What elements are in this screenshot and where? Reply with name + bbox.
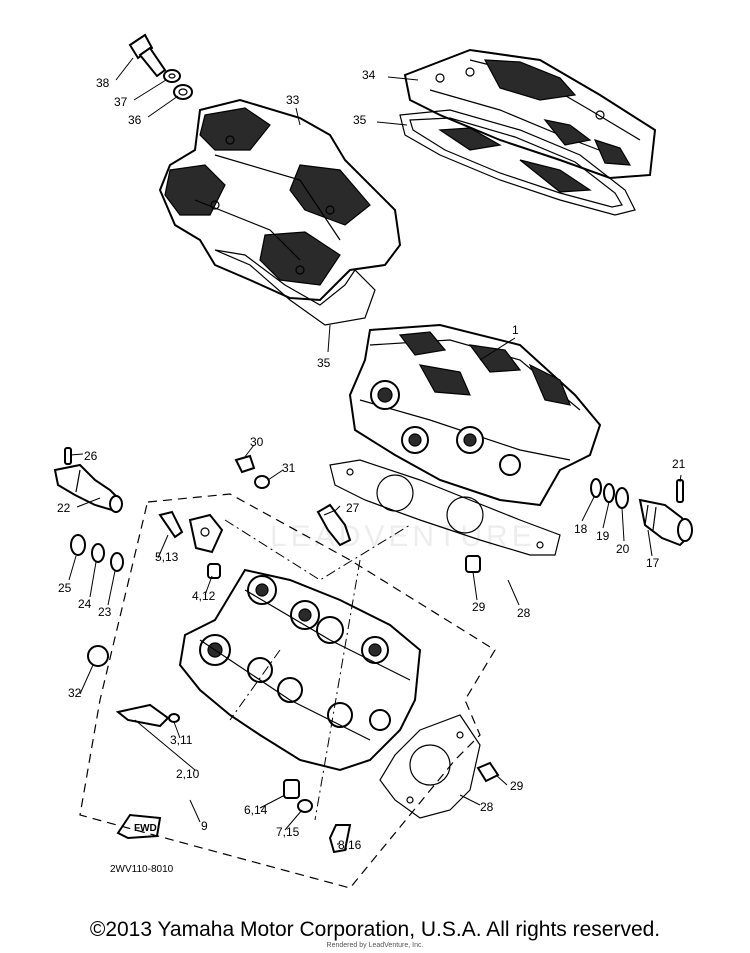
washer-35[interactable] — [163, 69, 181, 83]
callout-19: 19 — [596, 529, 610, 543]
callout-34: 38 — [96, 76, 110, 90]
callout-8-16: 8,16 — [338, 838, 362, 852]
gasket-38-lower[interactable] — [214, 249, 376, 326]
watermark: LEADVENTURE — [270, 520, 536, 553]
o-ring-23[interactable] — [110, 552, 124, 572]
callout-18: 18 — [574, 522, 588, 536]
plug-4-12[interactable] — [207, 563, 221, 579]
plug-30[interactable] — [234, 454, 256, 474]
callout-35: 37 — [114, 95, 128, 109]
spark-plug-27[interactable] — [316, 503, 352, 547]
fitting-17[interactable] — [638, 498, 693, 547]
callout-38-upper: 35 — [353, 113, 367, 127]
cylinder-head-cover-32[interactable] — [158, 98, 402, 302]
callout-37: 32 — [68, 686, 82, 700]
callout-38-lower: 35 — [317, 356, 331, 370]
callout-2-10: 2,10 — [176, 767, 200, 781]
forward-arrow-icon: FWD — [116, 813, 162, 840]
callout-5-13: 5,13 — [155, 550, 179, 564]
washer-7-15[interactable] — [297, 799, 313, 813]
bracket-5-13[interactable] — [188, 513, 224, 554]
callout-30: 30 — [250, 435, 264, 449]
callout-21: 21 — [672, 457, 686, 471]
callout-24: 24 — [78, 597, 92, 611]
rendered-by-note: Rendered by LeadVenture, Inc. — [326, 942, 424, 949]
o-ring-20[interactable] — [615, 487, 629, 509]
callout-27: 27 — [346, 501, 360, 515]
cylinder-head-cover-33[interactable] — [403, 48, 657, 180]
assembly-boundary — [79, 493, 496, 889]
dowel-pin-29-lower[interactable] — [476, 761, 500, 783]
bolt-5-13[interactable] — [158, 510, 184, 539]
callout-36: 36 — [128, 113, 142, 127]
callout-7-15: 7,15 — [276, 825, 300, 839]
clip-3-11[interactable] — [168, 713, 180, 723]
leader-lines — [68, 57, 682, 845]
o-ring-24[interactable] — [91, 543, 105, 563]
head-gasket-28-lower[interactable] — [379, 714, 481, 819]
gasket-38-upper[interactable] — [399, 109, 636, 216]
callout-9: 9 — [201, 819, 208, 833]
callout-31: 31 — [282, 461, 296, 475]
drawing-code: 2WV110-8010 — [110, 864, 174, 875]
head-gasket-28-upper[interactable] — [329, 459, 561, 556]
dowel-pin-29-upper[interactable] — [465, 555, 481, 573]
plug-6-14[interactable] — [283, 779, 300, 799]
washer-31[interactable] — [254, 475, 270, 489]
callout-29-upper: 29 — [472, 600, 486, 614]
callout-labels: 38 37 36 34 35 33 35 1 18 19 20 17 21 26… — [57, 68, 686, 875]
cap-37[interactable] — [87, 645, 109, 667]
washer-36[interactable] — [173, 84, 193, 100]
callout-32: 33 — [286, 93, 300, 107]
callout-4-12: 4,12 — [192, 589, 216, 603]
bolt-34[interactable] — [128, 33, 167, 78]
fwd-label: FWD — [134, 823, 157, 834]
exploded-parts-diagram: FWD — [53, 33, 693, 889]
callout-33: 34 — [362, 68, 376, 82]
callout-1: 1 — [512, 323, 519, 337]
callout-28-lower: 28 — [480, 800, 494, 814]
cylinder-head-1[interactable] — [348, 323, 602, 507]
assembly-leader-line — [224, 519, 411, 581]
callout-22: 22 — [57, 501, 71, 515]
callout-23: 23 — [98, 605, 112, 619]
o-ring-19[interactable] — [603, 483, 615, 503]
guide-2-10[interactable] — [115, 703, 170, 728]
callout-20: 20 — [616, 542, 630, 556]
o-ring-25[interactable] — [70, 534, 86, 556]
fitting-22[interactable] — [53, 463, 123, 513]
callout-6-14: 6,14 — [244, 803, 268, 817]
cylinder-head-9[interactable] — [178, 568, 422, 772]
stud-8-16[interactable] — [328, 824, 352, 854]
callout-17: 17 — [646, 556, 660, 570]
callout-26: 26 — [84, 449, 98, 463]
callout-25: 25 — [58, 581, 72, 595]
copyright-notice: ©2013 Yamaha Motor Corporation, U.S.A. A… — [89, 918, 661, 941]
callout-29-lower: 29 — [510, 779, 524, 793]
o-ring-18[interactable] — [590, 478, 602, 498]
pin-21[interactable] — [676, 479, 684, 503]
pin-26[interactable] — [64, 447, 72, 465]
callout-28-upper: 28 — [517, 606, 531, 620]
callout-3-11: 3,11 — [170, 733, 193, 747]
